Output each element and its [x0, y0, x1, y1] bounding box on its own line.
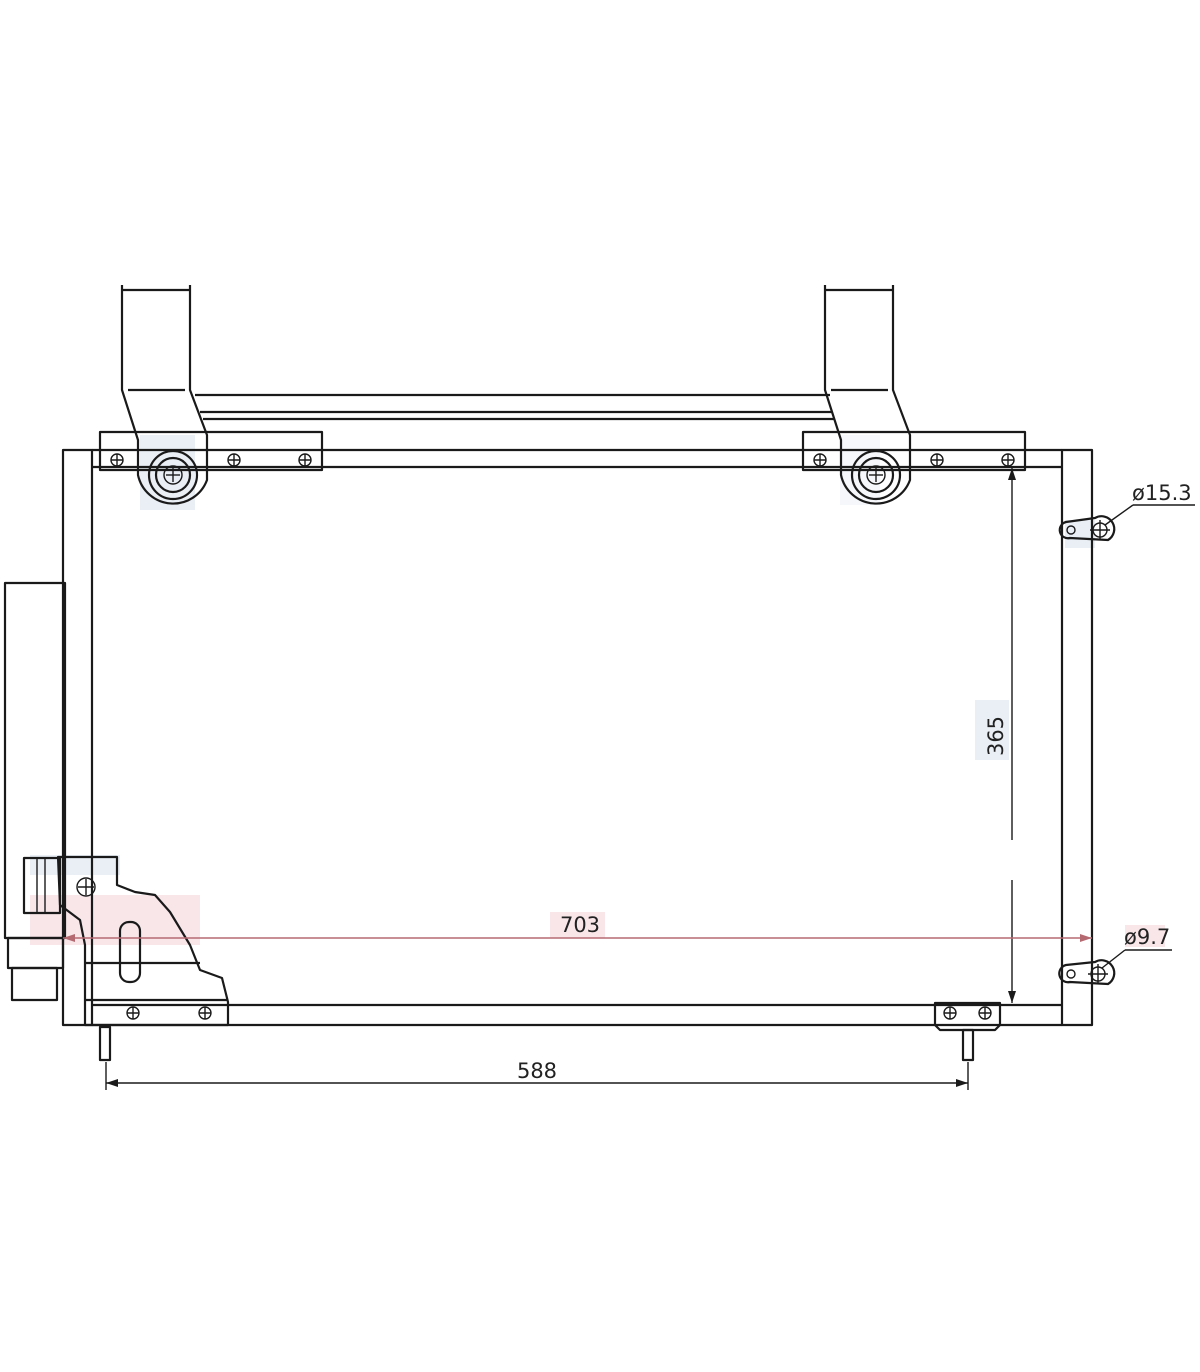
dim-label-outlet-diameter: ø9.7 — [1124, 925, 1170, 949]
screw-icon — [1001, 453, 1015, 467]
screw-icon — [110, 453, 124, 467]
top-bracket-right — [801, 285, 1027, 505]
screw-icon — [943, 1006, 957, 1020]
screw-icon — [227, 453, 241, 467]
highlight-patches — [30, 435, 1165, 947]
receiver-drier — [3, 581, 67, 1002]
top-bracket-left — [98, 285, 324, 505]
screw-icon — [298, 453, 312, 467]
dimension-365 — [1008, 468, 1016, 1003]
screw-icon — [813, 453, 827, 467]
dimension-703 — [63, 934, 1092, 942]
leader-15-3 — [1104, 504, 1195, 526]
core-frame — [61, 448, 1094, 1027]
leader-9-7 — [1101, 949, 1172, 969]
inlet-fitting — [1058, 515, 1116, 542]
upper-rails — [195, 393, 835, 421]
dimension-588 — [105, 1062, 969, 1090]
screw-icon — [978, 1006, 992, 1020]
screw-icon — [76, 877, 96, 897]
dim-label-703: 703 — [560, 913, 600, 937]
bottom-left-bracket — [56, 855, 230, 1062]
outlet-fitting — [1058, 959, 1116, 986]
dim-label-inlet-diameter: ø15.3 — [1132, 481, 1192, 505]
screw-icon — [930, 453, 944, 467]
dim-label-588: 588 — [517, 1059, 557, 1083]
bottom-mid-bracket — [933, 1001, 1002, 1062]
dim-label-365: 365 — [984, 716, 1008, 756]
screw-icon — [126, 1006, 140, 1020]
screw-icon — [198, 1006, 212, 1020]
